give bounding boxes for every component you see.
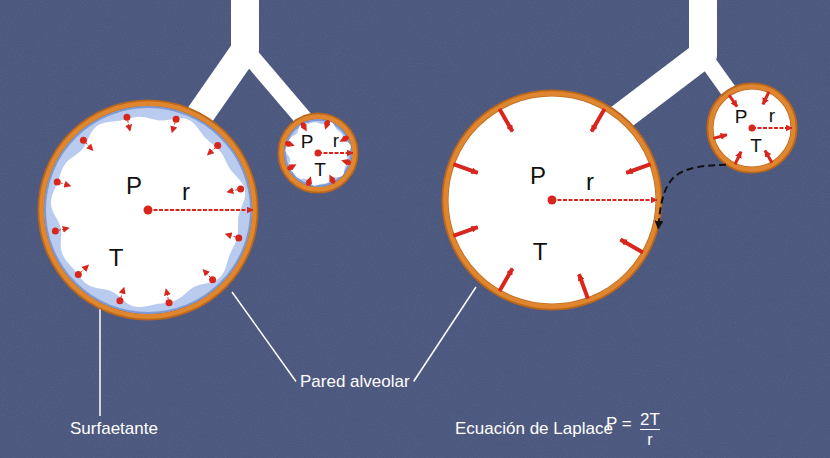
center-dot [315,150,322,157]
surfactant-molecule [325,120,330,125]
surfactant-molecule [301,122,306,127]
tension-arrow [579,274,588,298]
tension-arrow [763,92,769,105]
surfactant-layer [46,108,250,312]
tension-arrow [592,109,605,132]
alveolus-outline [278,113,358,193]
surfactant-molecule [306,181,311,186]
radius-line [148,209,253,211]
center-dot [749,125,756,132]
alveolus-symbol: T [314,160,326,179]
tension-arrow [500,268,513,291]
surfactant-label: Surfaetante [70,420,158,437]
surfactant-molecule [123,114,130,121]
tension-arrow [765,151,772,163]
surfactant-molecule [285,141,290,146]
surfactant-molecule [75,271,82,278]
surfactant-molecule [166,299,173,306]
radius-line [318,152,353,154]
center-dot [548,196,557,205]
surfactant-molecule [80,137,87,144]
alveolus-symbol: r [769,106,775,125]
alveolus-outline [38,100,258,320]
leader-line [99,298,101,416]
surfactant-molecule [330,179,335,184]
surfactant-molecule [52,228,59,235]
alveolus-outline [707,83,797,173]
surfactant-molecule [235,235,242,242]
alveolus-circle: PrT [442,90,662,310]
surfactant-molecule [173,116,180,123]
radius-line [552,199,657,201]
surfactant-molecule [214,142,221,149]
alveolus-circle: PrT [707,83,797,173]
alveolus-symbol: T [750,136,762,155]
tension-arrow [735,152,741,165]
surfactant-layer [284,119,352,187]
formula-denominator: r [647,432,652,448]
alveolus-symbol: P [530,164,546,188]
tension-arrow [500,109,513,132]
alveolar-wall [42,104,255,317]
alveolar-wall [282,117,355,190]
alveolus-circle: PrT [38,100,258,320]
center-dot [144,206,153,215]
airway [195,0,738,124]
tension-arrow [626,164,650,173]
alveolus-symbol: P [126,174,142,198]
radius-line [752,127,792,129]
formula-part: P = [606,415,632,432]
leader-line [232,292,296,382]
alveolus-symbol: P [735,107,748,126]
airway-tube [195,0,245,122]
alveolus-symbol: T [109,246,124,270]
tension-arrow [620,240,643,253]
airflow-arrow [658,165,726,229]
alveolar-wall [446,94,659,307]
alveolus-symbol: r [333,131,339,150]
surfactant-molecule [237,185,244,192]
wall-label: Pared alveolar [300,373,410,390]
alveolar-wall [281,116,355,190]
surfactant-molecule [344,136,349,141]
formula-numerator: 2T [640,411,660,430]
alveolus-circle: PrT [278,113,358,193]
tension-arrow [453,227,477,236]
tension-arrow [453,164,477,173]
surfactant-surface [51,117,245,307]
tension-arrow [729,95,737,106]
airway-tube [612,0,703,124]
surfactant-molecule [116,297,123,304]
alveolar-wall [711,87,794,170]
alveolus-symbol: r [586,170,594,194]
alveolus-symbol: P [301,132,314,151]
alveolus-symbol: T [533,240,548,264]
alveolus-symbol: r [182,180,190,204]
alveolar-wall [710,86,794,170]
surfactant-molecule [209,276,216,283]
leader-line [414,287,476,382]
surfactant-molecule [54,178,61,185]
alveolar-wall [41,103,255,317]
surfactant-molecule [287,165,292,170]
surfactant-layer [44,106,252,314]
surfactant-molecule [346,160,351,165]
alveolar-wall [445,93,659,307]
tension-arrow [713,135,727,139]
alveolus-outline [442,90,662,310]
equation-title: Ecuación de Laplace [455,420,613,437]
airway-tube [245,50,308,124]
